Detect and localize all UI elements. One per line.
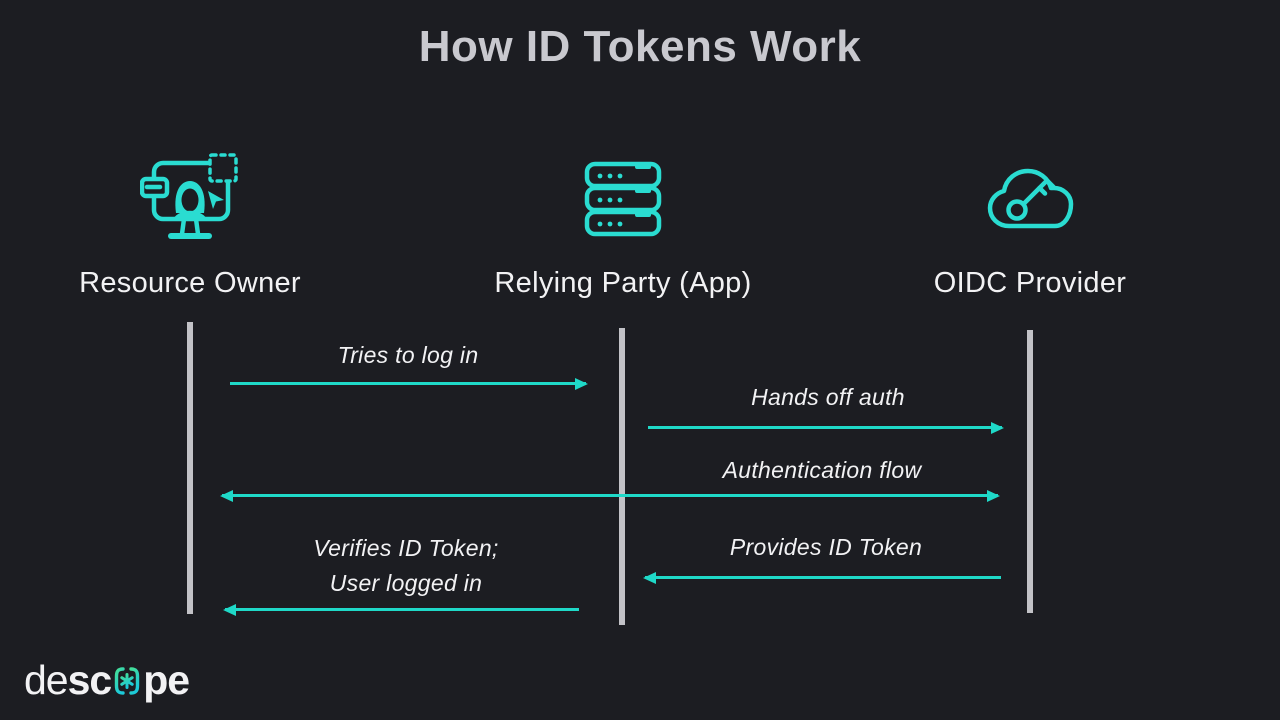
monitor-user-icon [140,153,240,247]
message-arrow-tries-to-log-in [230,382,586,385]
cloud-key-icon [983,162,1078,237]
actor-label-relying-party: Relying Party (App) [494,267,752,299]
actor-label-oidc-provider: OIDC Provider [933,267,1127,299]
message-arrow-verifies-id-token [225,608,579,611]
asterisk-brackets-logo-mark-icon [115,667,140,695]
message-label-tries-to-log-in: Tries to log in [337,342,479,368]
message-arrow-provides-id-token [645,576,1001,579]
message-label-provides-id-token: Provides ID Token [729,534,923,560]
logo-text-de: de [24,657,69,703]
message-arrow-authentication-flow [222,494,998,497]
page-title: How ID Tokens Work [418,22,862,71]
server-stack-icon [583,160,663,240]
logo-text-sc: sc [67,657,113,703]
lifeline-relying-party [619,328,625,625]
message-label-authentication-flow: Authentication flow [722,457,922,483]
actor-label-resource-owner: Resource Owner [79,267,301,299]
message-label-verifies-id-token: Verifies ID Token; User logged in [313,535,499,596]
lifeline-oidc-provider [1027,330,1033,613]
message-label-hands-off-auth: Hands off auth [751,384,905,410]
lifeline-resource-owner [187,322,193,614]
logo-text-pe: pe [143,657,190,703]
message-arrow-hands-off-auth [648,426,1002,429]
